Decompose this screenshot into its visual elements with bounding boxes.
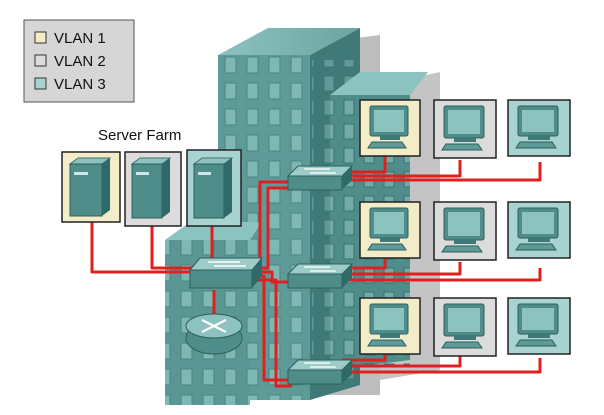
- workstation-middle-3: [507, 201, 571, 259]
- tower-roof: [218, 28, 360, 55]
- workstations: [359, 99, 571, 357]
- core-switch: [188, 257, 264, 289]
- server-farm-title: Server Farm: [98, 127, 181, 144]
- keyboard-icon: [515, 141, 557, 149]
- workstation-bottom-1: [359, 297, 421, 355]
- link-mid-ws2: [342, 262, 462, 276]
- workstation-top-3: [507, 99, 571, 157]
- monitor-stand: [454, 138, 476, 142]
- link-top-ws3: [342, 162, 542, 182]
- monitor-stand: [528, 238, 550, 242]
- access-switch-bottom-front: [287, 369, 343, 385]
- legend-label-vlan2: VLAN 2: [54, 53, 106, 70]
- core-switch-arrows: [208, 261, 246, 267]
- monitor-screen: [448, 110, 480, 134]
- keyboard-icon: [367, 141, 407, 149]
- monitor-screen: [374, 308, 404, 330]
- access-switch-bottom-top: [286, 359, 354, 371]
- access-switch-middle-front: [287, 273, 343, 289]
- server-3-drive: [198, 172, 211, 175]
- access-switch-top-front: [287, 175, 343, 191]
- server-1: [61, 151, 121, 223]
- link-top-ws1: [342, 152, 387, 174]
- access-switch-top: [286, 165, 354, 191]
- link-server-1: [90, 222, 205, 274]
- monitor-screen: [448, 308, 480, 332]
- access-switch-middle-top: [286, 263, 354, 275]
- access-switch-middle: [286, 263, 354, 289]
- monitor-screen: [374, 110, 404, 132]
- link-bot-ws3: [342, 358, 542, 374]
- core-switch-side: [252, 258, 262, 288]
- keyboard-icon: [441, 245, 483, 253]
- keyboard-icon: [367, 243, 407, 251]
- legend-label-vlan1: VLAN 1: [54, 30, 106, 47]
- workstation-middle-1: [359, 201, 421, 259]
- workstation-top-1: [359, 99, 421, 157]
- monitor-stand: [454, 240, 476, 244]
- vlan2-swatch: [34, 54, 47, 67]
- core-switch-top: [188, 257, 264, 271]
- monitor-stand: [380, 238, 400, 242]
- router-arrows: [201, 319, 227, 333]
- router-icon: [185, 313, 243, 355]
- server-3-side: [224, 158, 232, 218]
- legend-item-vlan1: VLAN 1: [34, 30, 106, 47]
- workstation-bottom-2: [433, 297, 497, 357]
- server-1-icon: [69, 163, 103, 217]
- access-switch-middle-arrows: [304, 266, 336, 272]
- monitor-stand: [528, 334, 550, 338]
- keyboard-icon: [515, 339, 557, 347]
- monitor-stand: [528, 136, 550, 140]
- keyboard-icon: [515, 243, 557, 251]
- monitor-stand: [380, 136, 400, 140]
- server-2-drive: [136, 172, 149, 175]
- keyboard-icon: [367, 339, 407, 347]
- link-bot-ws2: [342, 356, 462, 368]
- monitor-screen: [522, 308, 554, 330]
- access-switch-bottom-side: [342, 360, 352, 384]
- access-switch-bottom: [286, 359, 354, 385]
- core-switch-front: [189, 269, 253, 289]
- link-server-2: [150, 226, 208, 270]
- monitor-screen: [448, 212, 480, 236]
- keyboard-icon: [441, 341, 483, 349]
- monitor-screen: [374, 212, 404, 234]
- workstation-top-2: [433, 99, 497, 159]
- access-switch-top-side: [342, 166, 352, 190]
- legend: VLAN 1 VLAN 2 VLAN 3: [23, 19, 135, 103]
- monitor-stand: [380, 334, 400, 338]
- access-switch-middle-side: [342, 264, 352, 288]
- link-mid-ws3: [342, 268, 542, 282]
- link-core-bot-b: [250, 278, 292, 388]
- server-3: [186, 149, 242, 227]
- server-1-side: [102, 158, 110, 216]
- legend-item-vlan3: VLAN 3: [34, 76, 106, 93]
- link-top-ws2: [342, 160, 462, 178]
- vlan1-swatch: [34, 31, 47, 44]
- workstation-middle-2: [433, 201, 497, 261]
- annex-roof: [330, 72, 428, 95]
- access-switch-top-arrows: [304, 168, 336, 174]
- monitor-stand: [454, 336, 476, 340]
- access-switch-bottom-arrows: [304, 362, 336, 368]
- server-2-side: [162, 158, 170, 218]
- server-1-drive: [74, 172, 88, 175]
- access-switch-top-top: [286, 165, 354, 177]
- monitor-screen: [522, 110, 554, 132]
- keyboard-icon: [441, 143, 483, 151]
- server-2: [124, 151, 182, 227]
- legend-label-vlan3: VLAN 3: [54, 76, 106, 93]
- workstation-bottom-3: [507, 297, 571, 355]
- legend-item-vlan2: VLAN 2: [34, 53, 106, 70]
- monitor-screen: [522, 212, 554, 234]
- vlan3-swatch: [34, 77, 47, 90]
